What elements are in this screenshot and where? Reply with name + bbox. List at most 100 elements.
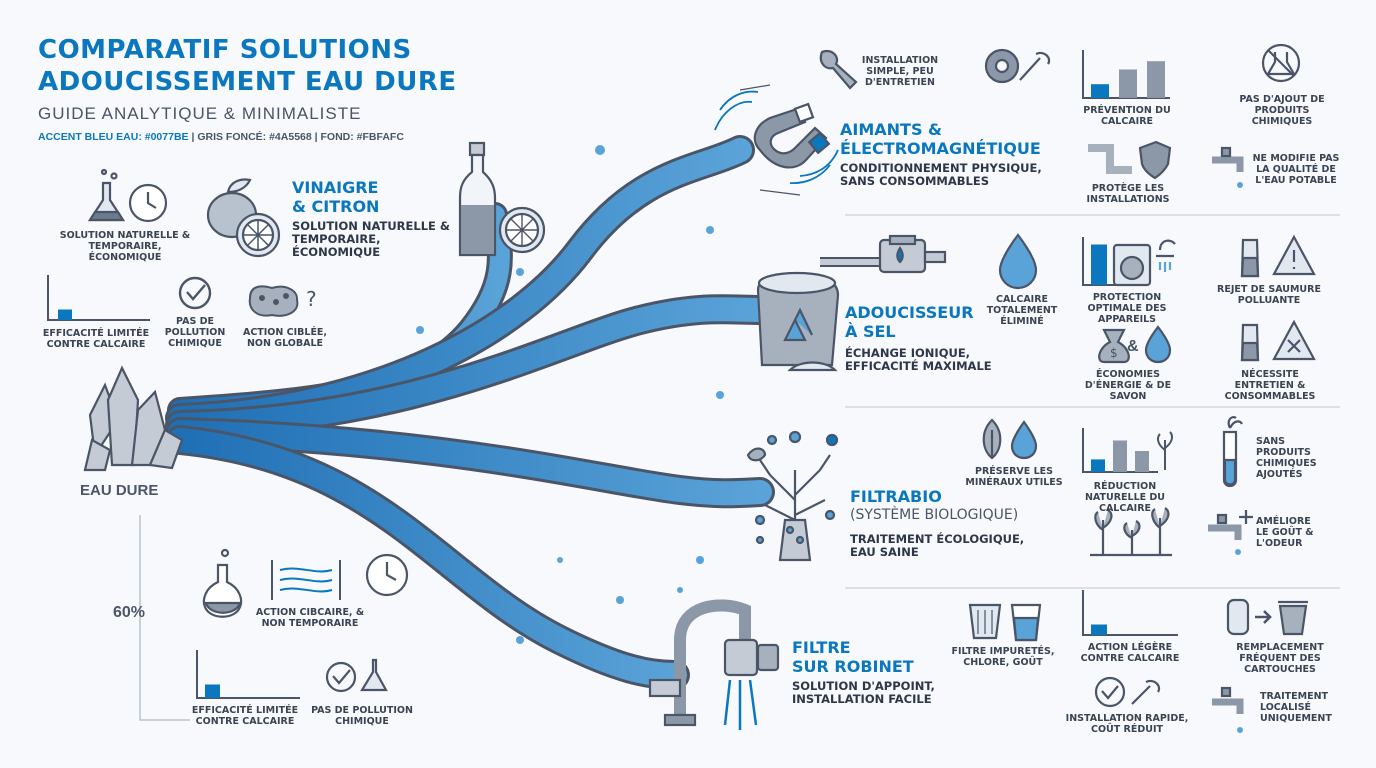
filtrabio-feature-4: AMÉLIORE LE GOÛT & L'ODEUR (1256, 516, 1314, 549)
adoucisseur-feature-3: REJET DE SAUMURE POLLUANTE (1217, 284, 1321, 306)
bio-tree-icon (746, 430, 839, 562)
filtrabio-feature-1: PRÉSERVE LES MINÉRAUX UTILES (965, 466, 1063, 488)
vinaigre-name-1: VINAIGRE (292, 178, 379, 197)
filtrabio-feature-3: SANS PRODUITS CHIMIQUES AJOUTÉS (1256, 436, 1317, 480)
leaf-drop-icon (982, 418, 1038, 460)
section-dividers (845, 214, 1340, 589)
ampersand: & (1127, 338, 1139, 355)
adoucisseur-feature-2: PROTECTION OPTIMALE DES APPAREILS (1087, 292, 1167, 325)
aimants-feature-3: PAS D'AJOUT DE PRODUITS CHIMIQUES (1239, 94, 1325, 127)
left-top-feature-3: PAS DE POLLUTION CHIMIQUE (164, 316, 226, 349)
accent-color-label: ACCENT BLEU EAU: #0077BE (38, 131, 189, 143)
wrench-icon (819, 49, 858, 90)
clock-icon-top (128, 183, 168, 223)
sponge-icon: ? (248, 285, 317, 317)
plants-icon (1090, 507, 1172, 557)
adoucisseur-feature-4: ÉCONOMIES D'ÉNERGIE & DE SAVON (1084, 369, 1172, 402)
filtrabio-feature-2: RÉDUCTION NATURELLE DU CALCAIRE (1084, 481, 1166, 514)
vinaigre-name-2: & CITRON (292, 197, 380, 216)
svg-text:$: $ (1110, 346, 1118, 360)
bar-chart-adoucisseur (1082, 237, 1118, 286)
flask-icon-top (87, 168, 126, 222)
aimants-name-2: ÉLECTROMAGNÉTIQUE (840, 139, 1041, 158)
money-drop-icon: $ (1098, 325, 1172, 364)
filtrabio-name-2: (SYSTÈME BIOLOGIQUE) (850, 507, 1019, 523)
tap-drop-icon-2 (1212, 686, 1244, 733)
svg-text:?: ? (306, 287, 317, 311)
water-drop-icon (998, 233, 1038, 290)
bar-chart-left-top (47, 275, 150, 321)
robinet-feature-5: TRAITEMENT LOCALISÉ UNIQUEMENT (1260, 691, 1332, 724)
lemon-icon (206, 178, 281, 258)
bottle-icon (458, 141, 546, 276)
aimants-desc: CONDITIONNEMENT PHYSIQUE, SANS CONSOMMAB… (840, 161, 1042, 188)
title-line-2: ADOUCISSEMENT EAU DURE (38, 67, 457, 97)
dark-gray-label: GRIS FONCÉ: #4A5568 (197, 131, 312, 143)
color-legend: ACCENT BLEU EAU: #0077BE | GRIS FONCÉ: #… (38, 131, 404, 143)
maintenance-warning-icon (1240, 319, 1316, 362)
robinet-name-1: FILTRE (792, 638, 851, 657)
gear-wrench-icon (984, 48, 1051, 84)
tap-drop-icon (1212, 146, 1244, 188)
left-top-feature-1: SOLUTION NATURELLE & TEMPORAIRE, ÉCONOMI… (59, 230, 191, 263)
adoucisseur-feature-5: NÉCESSITE ENTRETIEN & CONSOMMABLES (1224, 369, 1316, 402)
left-top-feature-2: EFFICACITÉ LIMITÉE CONTRE CALCAIRE (42, 328, 150, 350)
adoucisseur-desc: ÉCHANGE IONIQUE, EFFICACITÉ MAXIMALE (845, 346, 992, 373)
robinet-feature-1: FILTRE IMPURETÉS, CHLORE, GOÛT (951, 646, 1055, 668)
aimants-feature-1: INSTALLATION SIMPLE, PEU D'ENTRETIEN (861, 55, 939, 88)
filtrabio-name-1: FILTRABIO (850, 487, 942, 506)
magnet-icon (714, 84, 839, 196)
adoucisseur-name-1: ADOUCISSEUR (845, 303, 974, 322)
page-title: COMPARATIF SOLUTIONS ADOUCISSEMENT EAU D… (38, 34, 457, 98)
check-icon-left (178, 276, 212, 310)
left-top-feature-4: ACTION CIBLÉE, NON GLOBALE (242, 327, 328, 349)
adoucisseur-section: ADOUCISSEUR À SEL ÉCHANGE IONIQUE, EFFIC… (845, 303, 1015, 373)
no-chemicals-icon (1261, 43, 1301, 83)
salt-bag-icon (756, 234, 947, 372)
robinet-feature-2: ACTION LÉGÈRE CONTRE CALCAIRE (1080, 642, 1180, 664)
aimants-name-1: AIMANTS & (840, 120, 942, 139)
flask-icon-bottom (202, 548, 243, 618)
salt-shaker-warning-icon (1240, 234, 1316, 278)
faucet-filter-icon (648, 599, 780, 730)
percent-value: 60% (113, 604, 146, 621)
washer-shower-icon (1112, 239, 1176, 287)
water-streams (165, 135, 775, 690)
source-label: EAU DURE (80, 482, 159, 499)
cartridge-bin-icon (1226, 598, 1308, 636)
aimants-section: AIMANTS & ÉLECTROMAGNÉTIQUE CONDITIONNEM… (840, 120, 1050, 188)
vinaigre-section: VINAIGRE & CITRON SOLUTION NATURELLE & T… (292, 178, 452, 259)
aimants-feature-5: NE MODIFIE PAS LA QUALITÉ DE L'EAU POTAB… (1252, 153, 1340, 186)
left-bracket-line (139, 515, 190, 721)
filter-glass-icon (968, 603, 1042, 642)
aimants-feature-4: PROTÈGE LES INSTALLATIONS (1086, 183, 1170, 205)
robinet-feature-4: INSTALLATION RAPIDE, COÛT RÉDUIT (1065, 713, 1189, 735)
filtrabio-desc: TRAITEMENT ÉCOLOGIQUE, EAU SAINE (850, 532, 1025, 559)
vinaigre-desc: SOLUTION NATURELLE & TEMPORAIRE, ÉCONOMI… (292, 219, 450, 259)
aimants-feature-2: PRÉVENTION DU CALCAIRE (1083, 105, 1171, 127)
filtrabio-section: FILTRABIO (SYSTÈME BIOLOGIQUE) TRAITEMEN… (850, 487, 1030, 559)
adoucisseur-feature-1: CALCAIRE TOTALEMENT ÉLIMINÉ (986, 294, 1058, 327)
bar-chart-aimants (1082, 50, 1170, 99)
bar-chart-robinet (1082, 590, 1178, 636)
robinet-desc: SOLUTION D'APPOINT, INSTALLATION FACILE (792, 679, 935, 706)
clock-icon-bottom (365, 553, 409, 597)
bar-chart-left-bottom (196, 650, 300, 699)
left-bottom-feature-2: EFFICACITÉ LIMITÉE CONTRE CALCAIRE (191, 705, 299, 727)
robinet-feature-3: REMPLACEMENT FRÉQUENT DES CARTOUCHES (1236, 642, 1324, 675)
background-label: FOND: #FBFAFC (320, 131, 404, 143)
title-line-1: COMPARATIF SOLUTIONS (38, 35, 412, 65)
check-flask-icon (325, 658, 388, 693)
pipe-shield-icon (1088, 140, 1172, 180)
adoucisseur-name-2: À SEL (845, 322, 896, 341)
check-wrench-icon (1094, 676, 1161, 708)
tap-plus-icon (1208, 510, 1253, 555)
left-bottom-feature-1: ACTION CIBCAIRE, & NON TEMPORAIRE (255, 607, 365, 629)
crystal-icon (83, 365, 184, 472)
test-tube-icon (1222, 416, 1243, 488)
robinet-section: FILTRE SUR ROBINET SOLUTION D'APPOINT, I… (792, 638, 952, 706)
subtitle: GUIDE ANALYTIQUE & MINIMALISTE (38, 104, 362, 123)
bar-chart-filtrabio (1082, 428, 1174, 473)
magnet-field-icon (271, 560, 341, 600)
